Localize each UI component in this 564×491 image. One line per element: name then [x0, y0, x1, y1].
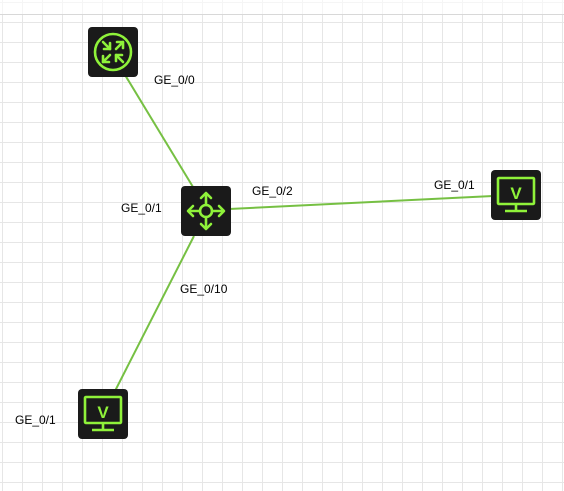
host-monitor-icon	[83, 395, 123, 432]
port-label-switch-ge0-2: GE_0/2	[252, 184, 293, 198]
router-device[interactable]	[88, 27, 138, 77]
host-bottom-body	[78, 389, 128, 439]
host-bottom-letter: V	[97, 403, 109, 422]
port-label-switch-ge0-1: GE_0/1	[121, 201, 162, 215]
host-right-letter: V	[510, 184, 522, 203]
port-label-router-ge0-0: GE_0/0	[154, 73, 195, 87]
link-switch-to-host-right[interactable]	[228, 195, 494, 210]
switch-body	[181, 186, 231, 236]
host-monitor-icon	[496, 176, 536, 213]
host-bottom-device[interactable]: V	[78, 389, 128, 439]
router-icon	[93, 32, 133, 72]
l3-switch-icon	[186, 191, 226, 231]
port-label-host-bottom-ge0-1: GE_0/1	[15, 413, 56, 427]
host-right-device[interactable]: V	[491, 170, 541, 220]
host-right-body	[491, 170, 541, 220]
canvas-top-bar	[0, 0, 564, 15]
link-router-to-switch[interactable]	[121, 69, 194, 188]
port-label-switch-ge0-10: GE_0/10	[180, 282, 228, 296]
port-label-host-right-ge0-1: GE_0/1	[434, 178, 475, 192]
link-switch-to-host-bottom[interactable]	[114, 235, 195, 392]
switch-device[interactable]	[181, 186, 231, 236]
